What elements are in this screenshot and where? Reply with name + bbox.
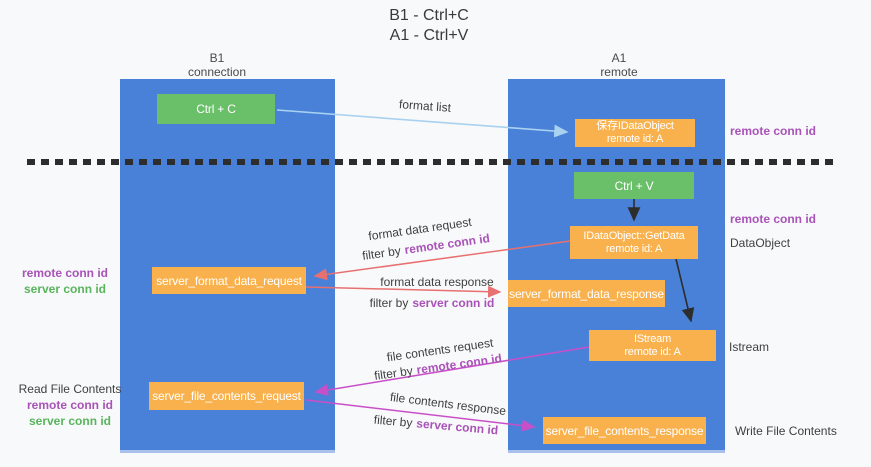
node-server-file-contents-request: server_file_contents_request bbox=[149, 382, 304, 410]
server-conn-id-text: server conn id bbox=[415, 416, 499, 438]
right-remote-conn-id-1: remote conn id bbox=[730, 124, 817, 138]
lifeline-a1-name: A1 bbox=[611, 51, 627, 65]
filter-by-text: filter by bbox=[361, 243, 402, 263]
node-server-format-data-response-label: server_format_data_response bbox=[509, 286, 664, 301]
node-ctrl-c-label: Ctrl + C bbox=[196, 102, 236, 116]
node-getdata-line2: remote id: A bbox=[605, 242, 663, 255]
node-ctrl-v-label: Ctrl + V bbox=[614, 178, 654, 193]
node-ctrl-c: Ctrl + C bbox=[157, 94, 275, 124]
node-server-file-contents-request-label: server_file_contents_request bbox=[152, 389, 301, 403]
lifeline-header-b1: B1 connection bbox=[147, 51, 287, 79]
left-server-conn-id-2: server conn id bbox=[28, 414, 112, 428]
phase-separator-dashed-line bbox=[27, 159, 833, 165]
node-server-file-contents-response-label: server_file_contents_response bbox=[545, 423, 704, 438]
diagram-title: B1 - Ctrl+C A1 - Ctrl+V bbox=[0, 6, 858, 46]
filter-by-text: filter by bbox=[373, 412, 414, 430]
lifeline-b1-name: B1 bbox=[209, 51, 225, 65]
title-line-1: B1 - Ctrl+C bbox=[389, 7, 469, 24]
title-line-2: A1 - Ctrl+V bbox=[389, 27, 469, 44]
node-save-idataobject-line2: remote id: A bbox=[606, 133, 664, 145]
left-remote-conn-id-2: remote conn id bbox=[26, 398, 113, 412]
left-read-file-contents-block: Read File Contents remote conn id server… bbox=[0, 381, 140, 429]
write-file-contents-label: Write File Contents bbox=[735, 424, 837, 438]
node-server-format-data-response: server_format_data_response bbox=[508, 280, 665, 307]
lifeline-a1-role: remote bbox=[600, 65, 638, 79]
lifeline-header-a1: A1 remote bbox=[549, 51, 689, 79]
label-format-data-response: format data response bbox=[380, 275, 494, 289]
lifeline-b1-role: connection bbox=[187, 65, 247, 79]
left-remote-conn-id: remote conn id bbox=[21, 266, 108, 280]
read-file-contents-label: Read File Contents bbox=[18, 382, 122, 396]
node-istream-line1: IStream bbox=[633, 332, 672, 345]
dataobject-label: DataObject bbox=[730, 236, 791, 250]
node-ctrl-v: Ctrl + V bbox=[574, 172, 694, 199]
node-getdata-line1: IDataObject::GetData bbox=[583, 229, 685, 242]
filter-by-text: filter by bbox=[369, 296, 409, 310]
server-conn-id-text: server conn id bbox=[412, 296, 495, 310]
left-conn-id-labels-format: remote conn id server conn id bbox=[0, 265, 130, 297]
istream-label: Istream bbox=[729, 340, 770, 354]
label-file-contents-response: file contents response bbox=[389, 389, 507, 419]
label-format-list: format list bbox=[398, 97, 452, 115]
node-save-idataobject-line1: 保存IDataObject bbox=[596, 120, 674, 132]
node-server-format-data-request: server_format_data_request bbox=[152, 267, 306, 294]
right-remote-conn-id-2: remote conn id bbox=[730, 212, 817, 226]
node-istream-line2: remote id: A bbox=[624, 345, 681, 358]
node-server-file-contents-response: server_file_contents_response bbox=[543, 417, 706, 444]
node-idataobject-getdata: IDataObject::GetData remote id: A bbox=[570, 226, 698, 259]
node-server-format-data-request-label: server_format_data_request bbox=[156, 273, 302, 288]
left-server-conn-id: server conn id bbox=[23, 282, 107, 296]
node-save-idataobject: 保存IDataObject remote id: A bbox=[575, 119, 695, 147]
filter-by-text: filter by bbox=[373, 363, 414, 383]
node-istream: IStream remote id: A bbox=[589, 330, 716, 361]
